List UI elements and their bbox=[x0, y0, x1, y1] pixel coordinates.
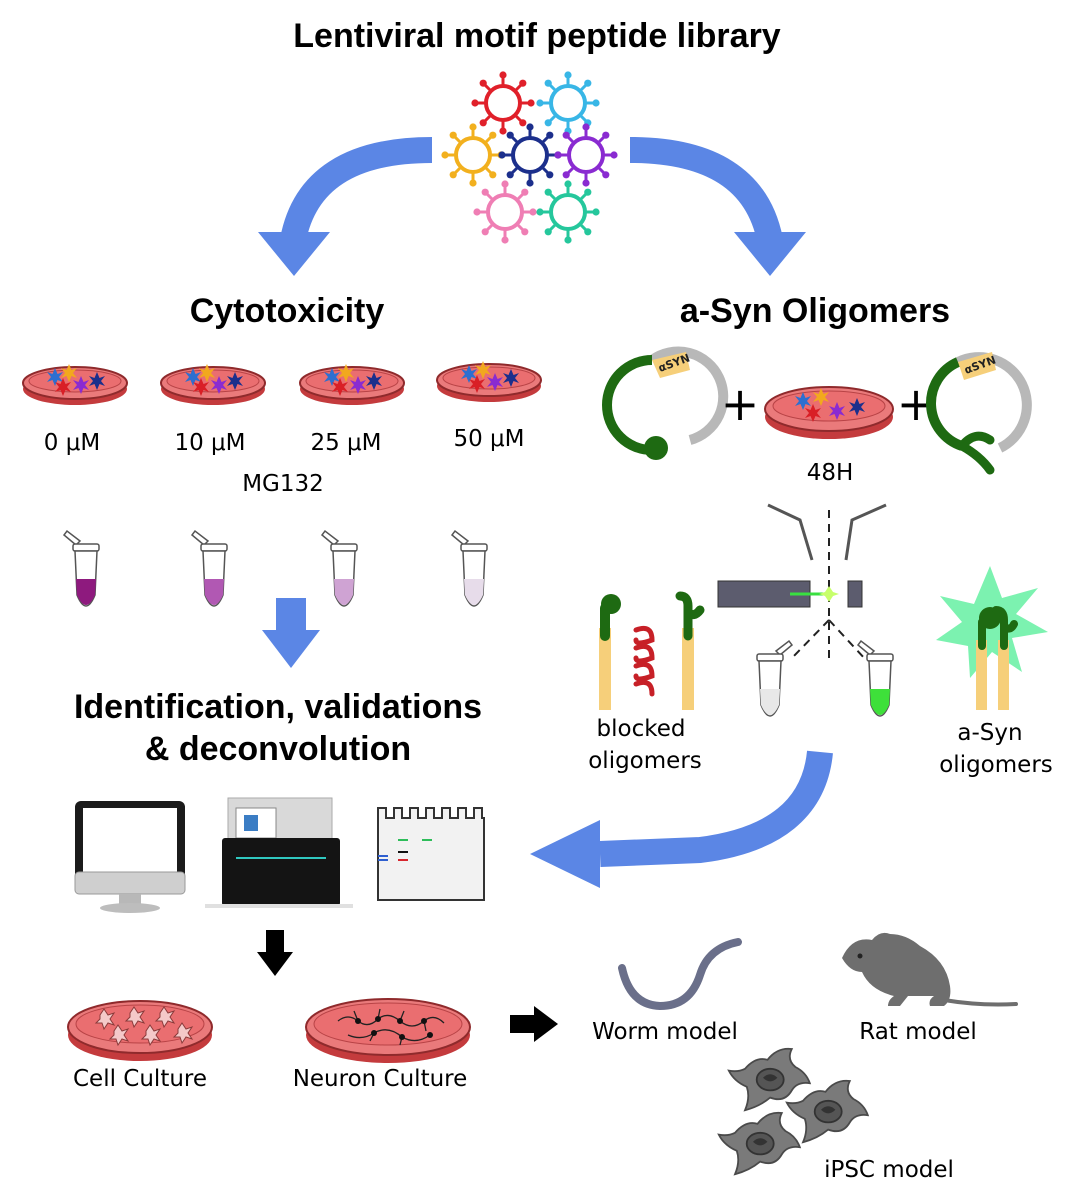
identification-heading-line1: Identification, validations bbox=[74, 688, 482, 726]
incubation-time-label: 48H bbox=[807, 460, 854, 486]
petri-dish-icon bbox=[22, 364, 128, 406]
flow-sorter-icon bbox=[717, 503, 887, 661]
cytotoxicity-heading: Cytotoxicity bbox=[190, 292, 385, 330]
virus-icon bbox=[534, 178, 602, 246]
arrow-to-models bbox=[510, 1006, 558, 1042]
petri-dish-icon bbox=[299, 364, 405, 406]
petri-dish-icon bbox=[436, 361, 542, 403]
asyn-construct-right-icon: αSYN bbox=[926, 352, 1032, 475]
gel-icon bbox=[377, 807, 485, 901]
virus-icon bbox=[471, 178, 539, 246]
asyn-oligomers-icon bbox=[936, 566, 1048, 710]
dose-label: 25 μM bbox=[310, 430, 381, 456]
transfected-dish-icon bbox=[764, 386, 894, 439]
neuron-culture-dish-icon bbox=[305, 998, 471, 1063]
asyn-oligomers-label-line1: a-Syn bbox=[957, 720, 1022, 746]
dose-label: 10 μM bbox=[174, 430, 245, 456]
tube-icon bbox=[191, 530, 228, 607]
worm-model-label: Worm model bbox=[592, 1019, 738, 1045]
virus-icon bbox=[552, 121, 620, 189]
blocked-oligomers-icon bbox=[599, 591, 705, 710]
arrow-to-oligomers bbox=[629, 137, 806, 276]
asyn-construct-left-icon: αSYN bbox=[602, 346, 729, 460]
computer-monitor-icon bbox=[74, 801, 186, 913]
virus-icon bbox=[496, 121, 564, 189]
ipsc-model-label: iPSC model bbox=[824, 1157, 954, 1183]
diagram-title: Lentiviral motif peptide library bbox=[293, 17, 781, 55]
blocked-oligomers-label-line1: blocked bbox=[597, 716, 686, 742]
tube-icon bbox=[63, 530, 100, 607]
fluorescent-tube-icon bbox=[857, 640, 894, 717]
cell-culture-dish-icon bbox=[67, 1000, 213, 1061]
asyn-oligomers-label-line2: oligomers bbox=[939, 752, 1053, 778]
sample-tubes bbox=[63, 530, 488, 607]
rat-model-label: Rat model bbox=[859, 1019, 977, 1045]
dose-dishes bbox=[22, 361, 542, 406]
neuron-culture-label: Neuron Culture bbox=[293, 1066, 468, 1092]
blocked-oligomers-label-line2: oligomers bbox=[588, 748, 702, 774]
lentiviral-library-icon bbox=[439, 69, 620, 246]
cell-culture-label: Cell Culture bbox=[73, 1066, 207, 1092]
arrow-to-cytotoxicity bbox=[258, 137, 433, 276]
plus-sign: + bbox=[721, 377, 760, 431]
sequencer-icon bbox=[205, 797, 353, 908]
virus-icon bbox=[469, 69, 537, 137]
arrow-to-cultures bbox=[257, 930, 293, 976]
virus-icon bbox=[534, 69, 602, 137]
tube-icon bbox=[451, 530, 488, 607]
oligomers-heading: a-Syn Oligomers bbox=[680, 292, 950, 330]
dose-label: 50 μM bbox=[453, 426, 524, 452]
compound-label: MG132 bbox=[242, 471, 324, 497]
arrow-to-identification-from-oligomers bbox=[530, 750, 833, 888]
ipsc-cells-icon bbox=[717, 1047, 869, 1176]
virus-icon bbox=[439, 121, 507, 189]
blocked-tube-icon bbox=[756, 640, 793, 717]
rat-icon bbox=[842, 932, 1018, 1007]
tube-icon bbox=[321, 530, 358, 607]
dose-label: 0 μM bbox=[44, 430, 100, 456]
identification-heading-line2: & deconvolution bbox=[145, 730, 411, 768]
petri-dish-icon bbox=[160, 364, 266, 406]
arrow-to-identification bbox=[262, 598, 320, 668]
worm-icon bbox=[618, 938, 742, 1011]
